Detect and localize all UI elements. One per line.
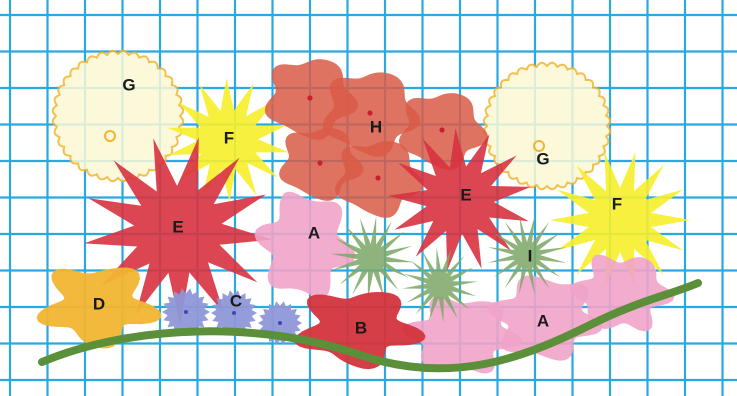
label-g-right: G — [536, 149, 549, 168]
label-d: D — [93, 294, 105, 313]
label-a-middle: A — [308, 223, 320, 242]
label-c: C — [230, 291, 242, 310]
c-flower-center — [232, 311, 236, 315]
label-e-left: E — [172, 217, 183, 236]
h-flower-center — [439, 127, 444, 132]
h-flower-center — [317, 160, 322, 165]
label-g-left: G — [122, 75, 135, 94]
c-flower-center — [184, 310, 188, 314]
label-a-right: A — [537, 311, 549, 330]
label-f-left: F — [224, 128, 234, 147]
label-b: B — [355, 318, 367, 337]
c-flower-center — [278, 321, 282, 325]
h-flower-center — [307, 95, 312, 100]
h-flower-center — [367, 110, 372, 115]
label-e-right: E — [460, 185, 471, 204]
label-h: H — [370, 117, 382, 136]
h-flower-center — [375, 175, 380, 180]
label-f-right: F — [612, 194, 622, 213]
label-i: I — [528, 246, 533, 265]
plant-layer — [37, 51, 698, 374]
plant-a-middle — [255, 192, 356, 299]
